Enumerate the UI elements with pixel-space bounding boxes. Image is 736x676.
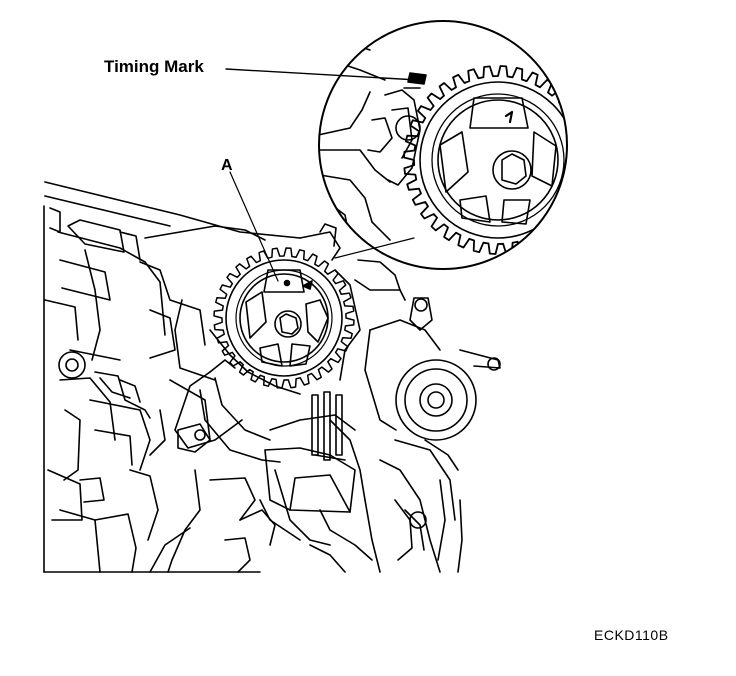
- leader-timing-mark: [225, 68, 419, 81]
- camshaft-sprocket: [213, 247, 355, 389]
- timing-mark-detail: [318, 20, 568, 270]
- timing-mark-label: Timing Mark: [104, 57, 204, 76]
- engine-block: [43, 181, 463, 573]
- figure-code-label: ECKD110B: [594, 627, 669, 643]
- part-a-label: A: [221, 157, 233, 174]
- idler-pulley: [334, 259, 501, 441]
- leader-a: [229, 171, 279, 282]
- pump-bracket: [174, 359, 356, 513]
